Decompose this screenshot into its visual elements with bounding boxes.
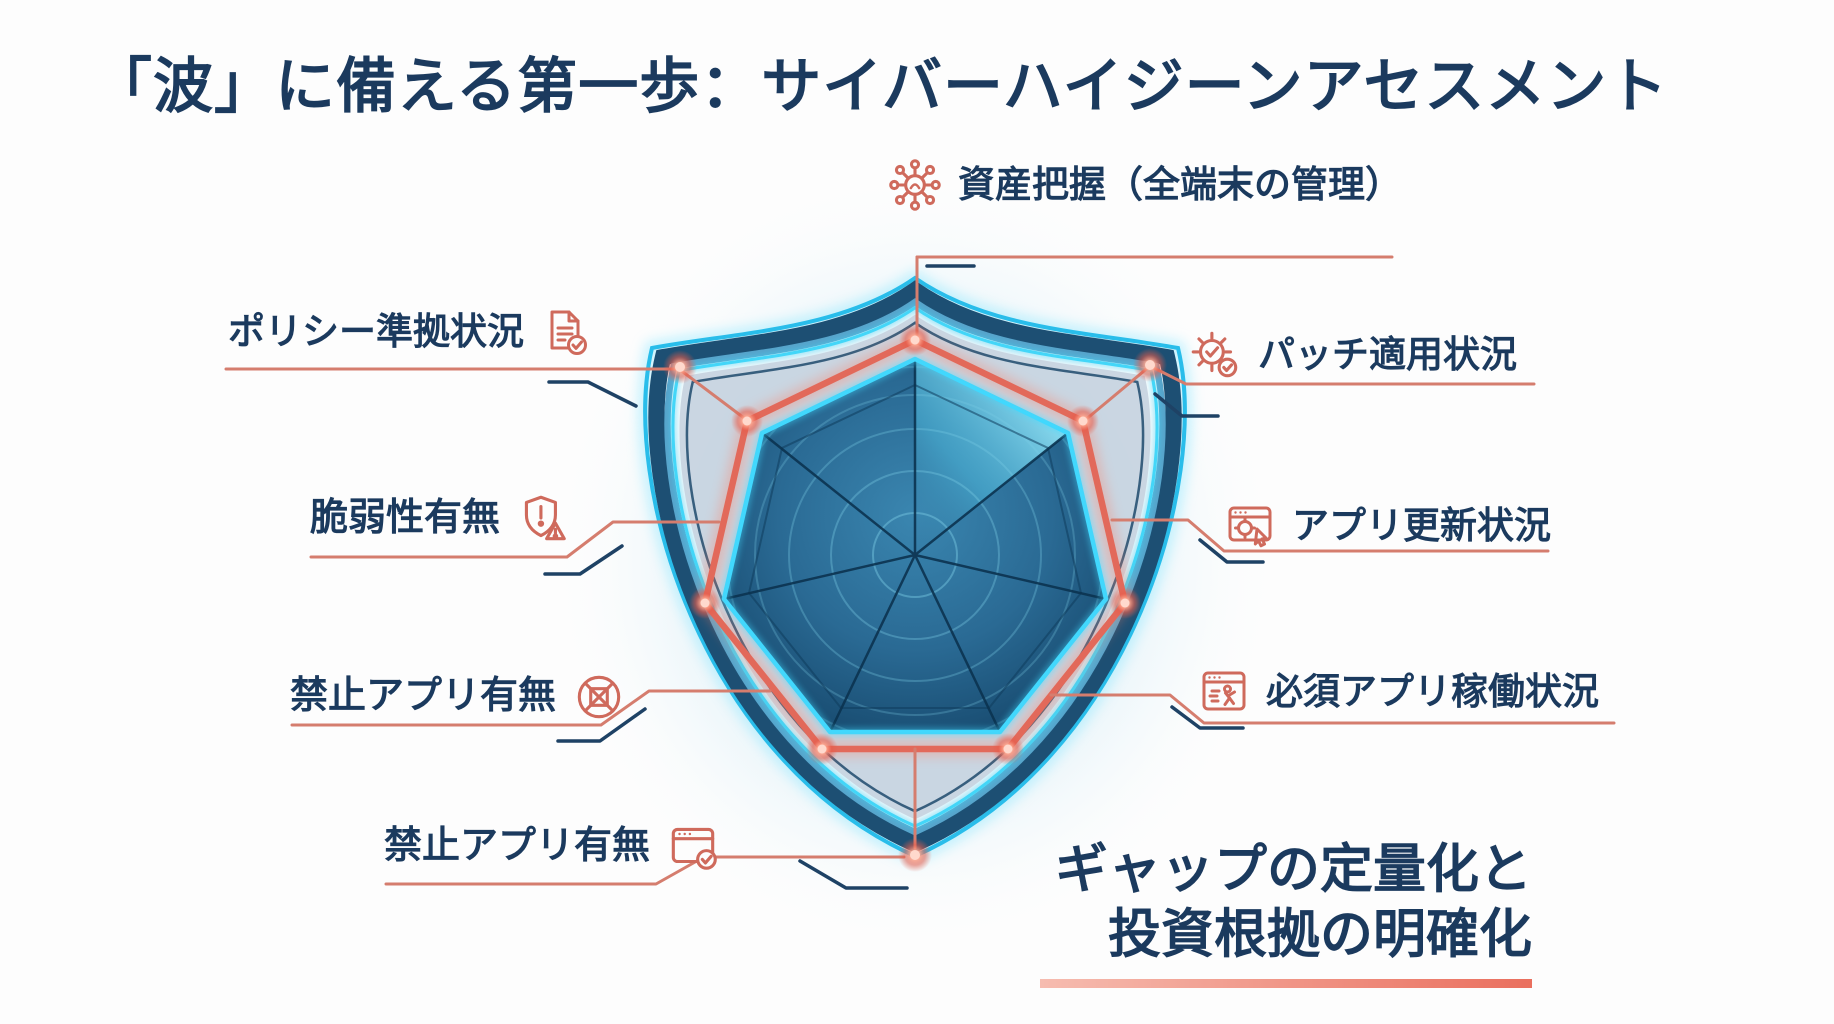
label-policy: ポリシー準拠状況 — [228, 304, 594, 360]
label-vulnerability-text: 脆弱性有無 — [310, 497, 501, 540]
footer-underline — [1040, 979, 1532, 989]
connector-lines — [224, 255, 1616, 890]
gear-check-icon — [1186, 326, 1244, 384]
label-assets-text: 資産把握（全端末の管理） — [958, 163, 1402, 205]
footer-line-1: ギャップの定量化と — [1055, 840, 1532, 899]
label-banned-apps-text: 禁止アプリ有無 — [290, 675, 557, 718]
radar-grid — [719, 354, 1111, 737]
network-hub-icon — [886, 156, 944, 214]
label-app-update-text: アプリ更新状況 — [1292, 504, 1551, 546]
label-vulnerability: 脆弱性有無 — [310, 490, 572, 548]
footer-message: ギャップの定量化と 投資根拠の明確化 — [1040, 838, 1532, 989]
footer-line-2: 投資根拠の明確化 — [1108, 904, 1532, 964]
label-banned-apps-bottom: 禁止アプリ有無 — [384, 818, 722, 876]
document-check-icon — [538, 304, 594, 360]
label-banned-apps: 禁止アプリ有無 — [290, 668, 628, 726]
window-runner-icon — [1196, 664, 1252, 720]
window-check-icon — [664, 818, 722, 876]
label-assets: 資産把握（全端末の管理） — [886, 156, 1402, 214]
blocked-app-icon — [570, 668, 628, 726]
glow-dots — [663, 324, 1167, 872]
shield-alert-icon — [514, 490, 572, 548]
page-title: 「波」に備える第一歩：サイバーハイジーンアセスメント — [92, 53, 1669, 120]
label-required-apps-text: 必須アプリ稼働状況 — [1266, 670, 1599, 712]
label-patch: パッチ適用状況 — [1186, 326, 1517, 384]
label-patch-text: パッチ適用状況 — [1258, 333, 1517, 375]
label-banned-apps-bottom-text: 禁止アプリ有無 — [384, 825, 651, 868]
label-app-update: アプリ更新状況 — [1222, 498, 1551, 554]
label-policy-text: ポリシー準拠状況 — [228, 310, 524, 352]
window-gear-icon — [1222, 498, 1278, 554]
label-required-apps: 必須アプリ稼働状況 — [1196, 664, 1599, 720]
